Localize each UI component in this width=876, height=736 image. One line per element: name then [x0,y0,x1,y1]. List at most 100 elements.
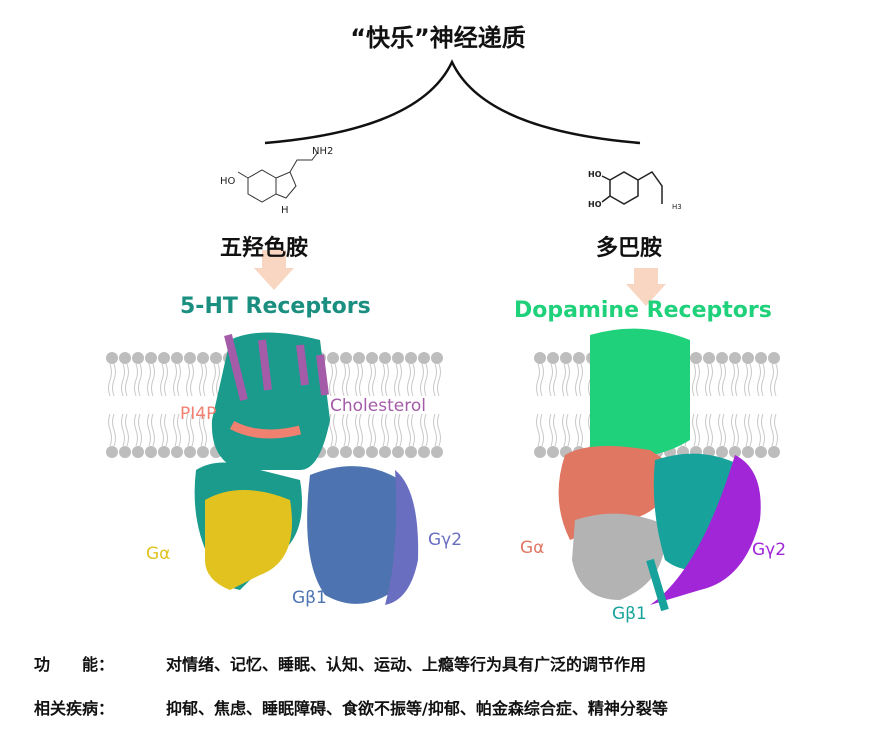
lipid-tail [199,363,203,397]
lipid-tail [177,413,181,447]
lipid-tail [540,413,544,447]
lipid-tail [437,363,441,397]
lipid-tail [735,413,739,447]
lipid-head [353,352,365,364]
lipid-tail [398,363,402,397]
lipid-tail [121,413,125,447]
brace [264,59,641,145]
lipid-head [132,446,144,458]
lipid-tail [173,363,177,397]
lipid-tail [744,413,748,447]
lipid-tail [190,363,194,397]
lipid-tail [108,363,112,397]
lipid-tail [420,363,424,397]
lipid-head [405,352,417,364]
dopamine-label: 多巴胺 [596,236,663,261]
lipid-tail [138,363,142,397]
lipid-tail [757,413,761,447]
lipid-tail [398,413,402,447]
lipid-tail [333,363,337,397]
lipid-tail [424,413,428,447]
lipid-tail [346,363,350,397]
lipid-tail [355,413,359,447]
lipid-tail [381,363,385,397]
lipid-head [158,352,170,364]
lipid-head [716,446,728,458]
cholesterol-label: Cholesterol [330,396,426,416]
lipid-tail [355,363,359,397]
lipid-tail [433,413,437,447]
lipid-tail [186,363,190,397]
chem-label: HO [220,176,236,187]
lipid-tail [342,413,346,447]
lipid-tail [147,413,151,447]
lipid-tail [177,363,181,397]
dopamine-receptor-complex [558,328,761,612]
lipid-head [742,446,754,458]
lipid-head [197,446,209,458]
lipid-tail [173,413,177,447]
lipid-tail [138,413,142,447]
disease-row: 相关疾病： 抑郁、焦虑、睡眠障碍、食欲不振等/抑郁、帕金森综合症、精神分裂等 [34,695,668,719]
lipid-head [119,352,131,364]
lipid-tail [575,363,579,397]
lipid-tail [151,363,155,397]
lipid-tail [774,363,778,397]
chem-label: H [281,205,289,216]
lipid-head [392,352,404,364]
lipid-head [431,352,443,364]
lipid-tail [731,363,735,397]
lipid-head [184,446,196,458]
lipid-tail [216,363,220,397]
lipid-tail [722,413,726,447]
lipid-tail [411,413,415,447]
lipid-tail [748,363,752,397]
lipid-head [158,446,170,458]
lipid-tail [333,413,337,447]
lipid-tail [411,363,415,397]
lipid-tail [125,413,129,447]
lipid-head [755,446,767,458]
g-beta-label: Gβ1 [292,588,327,608]
lipid-tail [705,363,709,397]
lipid-head [210,352,222,364]
lipid-tail [125,363,129,397]
lipid-head [184,352,196,364]
lipid-tail [553,413,557,447]
lipid-tail [134,413,138,447]
disease-key: 相关疾病： [34,699,115,718]
lipid-tail [549,413,553,447]
disease-value: 抑郁、焦虑、睡眠障碍、食欲不振等/抑郁、帕金森综合症、精神分裂等 [166,699,668,718]
lipid-head [327,446,339,458]
lipid-tail [186,413,190,447]
lipid-tail [731,413,735,447]
lipid-tail [566,413,570,447]
lipid-tail [761,363,765,397]
lipid-tail [579,363,583,397]
lipid-tail [722,363,726,397]
lipid-tail [748,413,752,447]
lipid-head [418,352,430,364]
lipid-tail [164,413,168,447]
g-alpha-label: Gα [146,544,171,564]
lipid-tail [203,363,207,397]
lipid-tail [147,363,151,397]
lipid-tail [385,413,389,447]
lipid-head [119,446,131,458]
lipid-tail [151,413,155,447]
lipid-head [197,352,209,364]
lipid-head [327,352,339,364]
lipid-head [755,352,767,364]
lipid-tail [536,413,540,447]
lipid-tail [407,413,411,447]
chem-label: HO [588,200,602,209]
lipid-tail [761,413,765,447]
lipid-tail [575,413,579,447]
lipid-tail [420,413,424,447]
lipid-tail [549,363,553,397]
chem-label: NH2 [312,146,334,157]
lipid-tail [199,413,203,447]
lipid-head [431,446,443,458]
lipid-tail [121,363,125,397]
